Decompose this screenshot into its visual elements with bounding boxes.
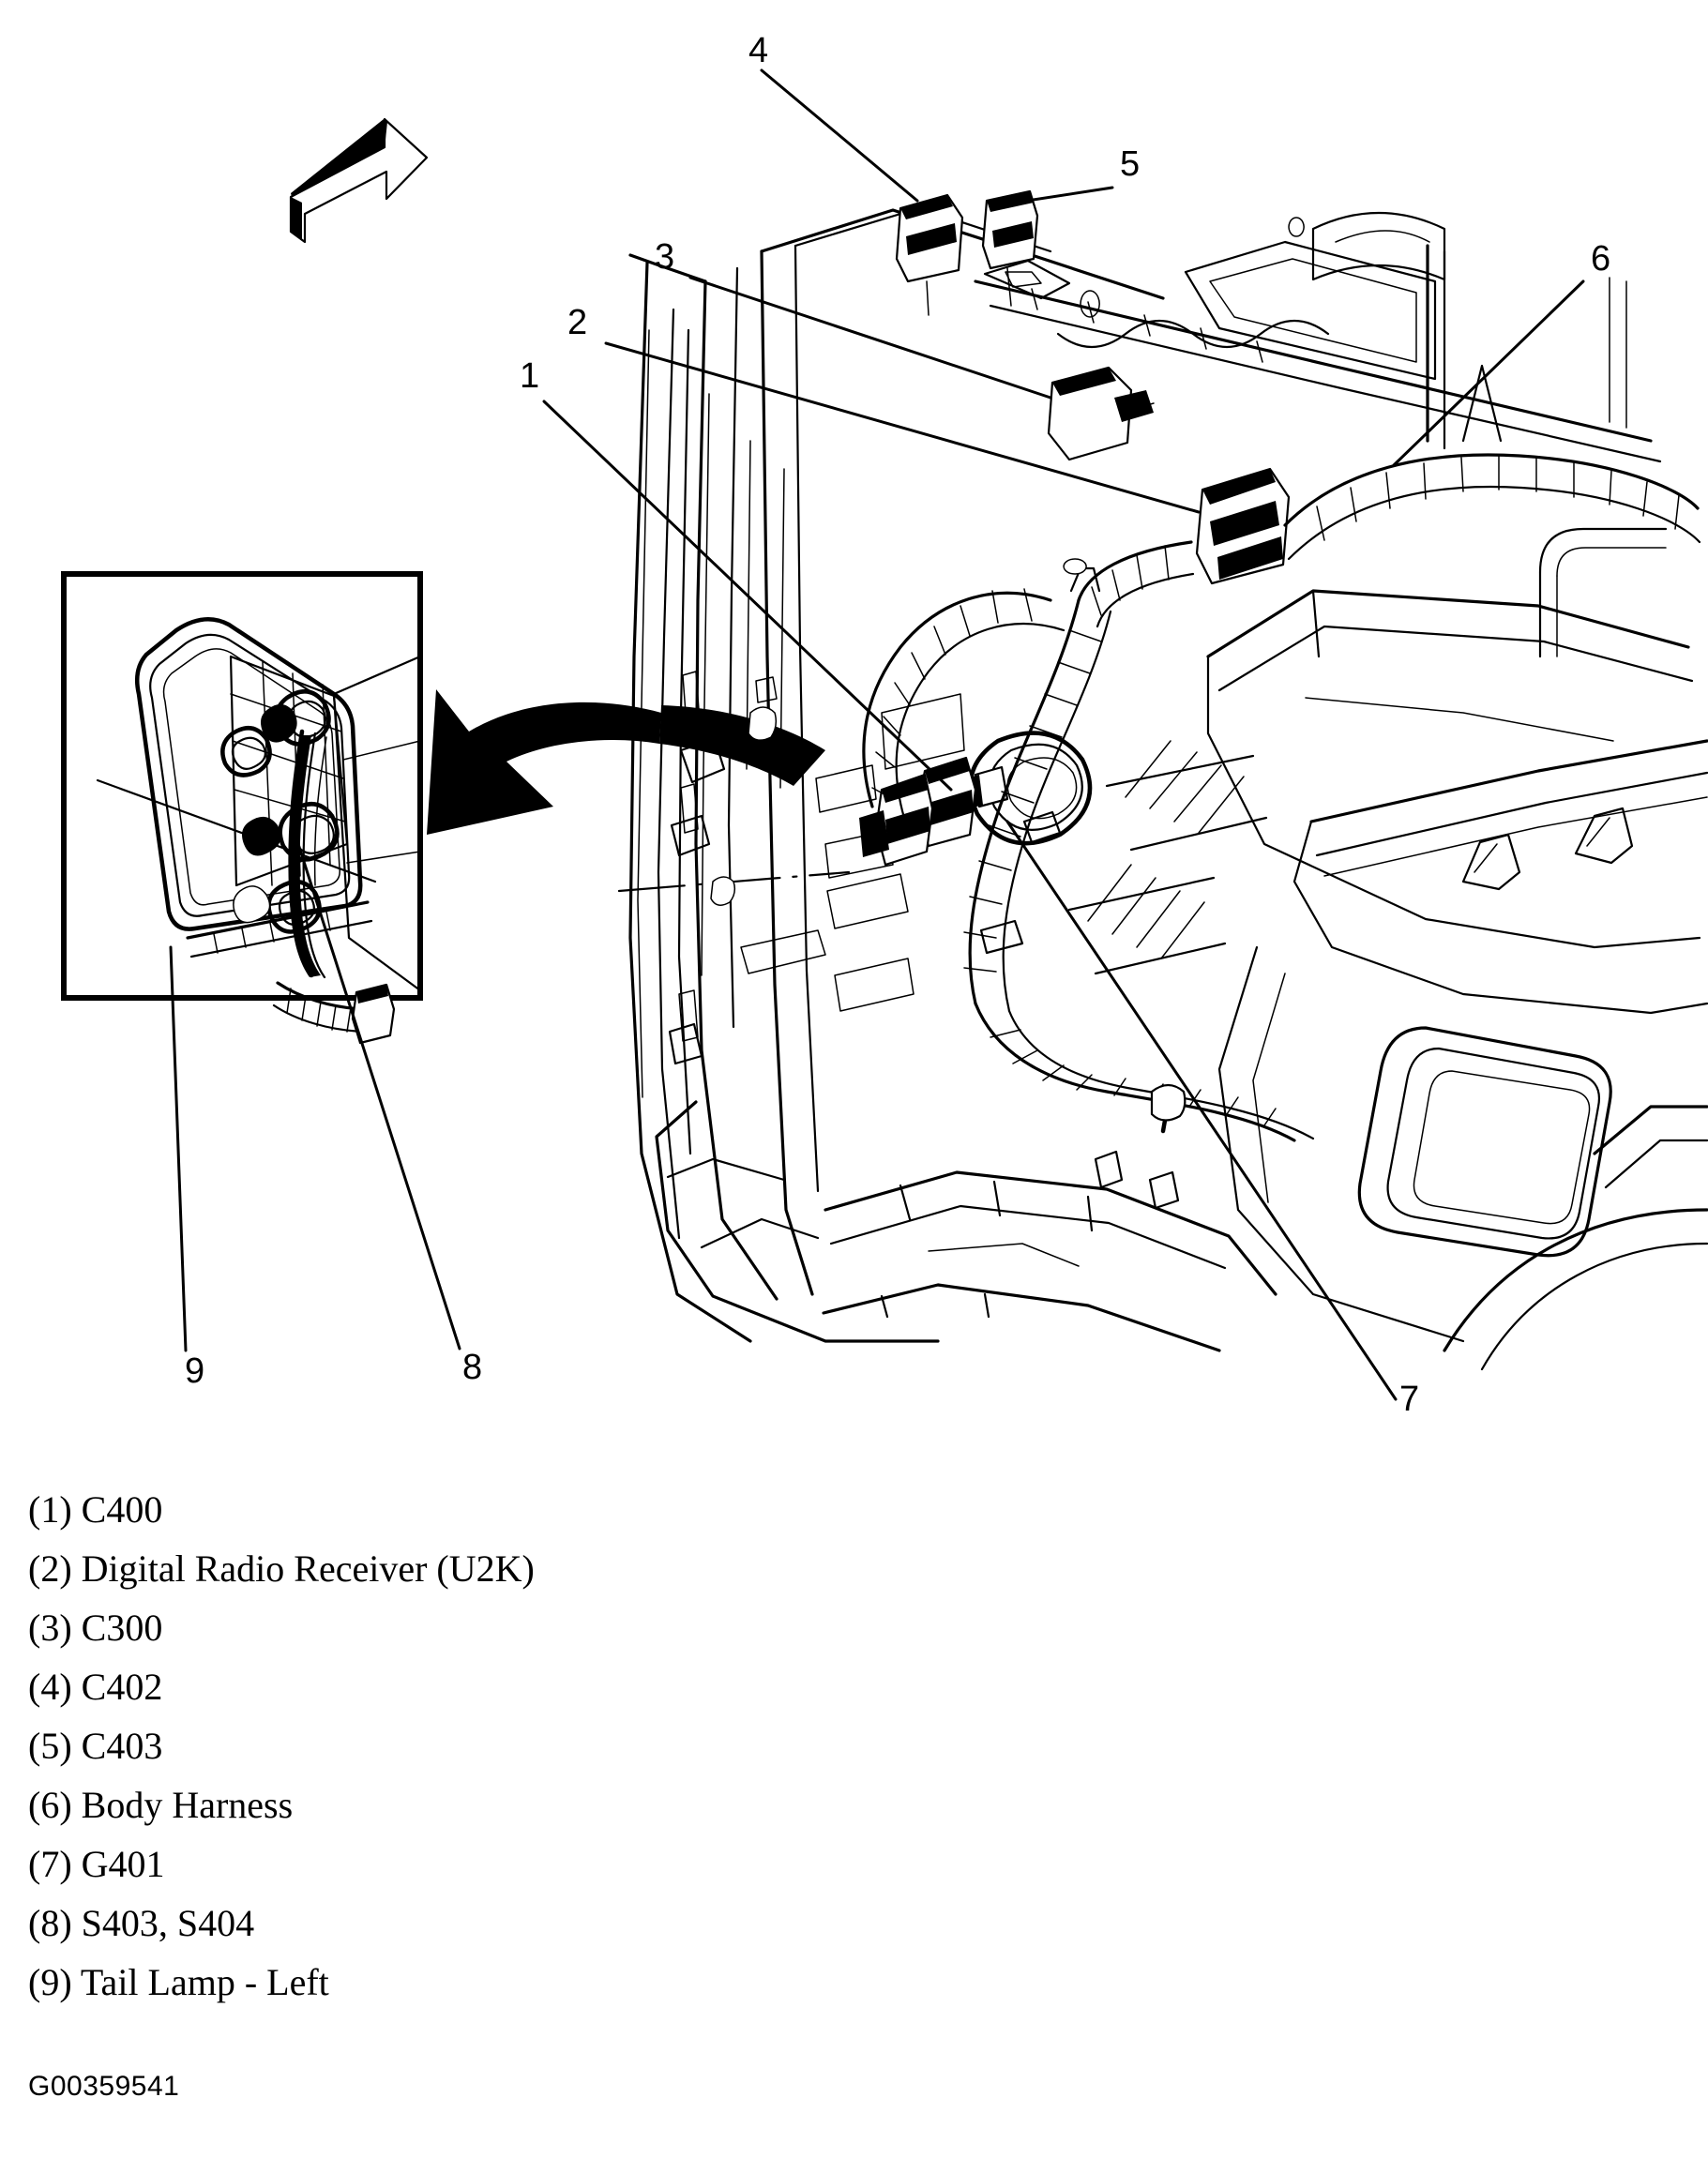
bulb-socket-mid-left — [220, 726, 272, 777]
digital-radio-receiver — [1195, 467, 1291, 585]
illustration-svg: .ln { fill:none; stroke:#000; stroke-wid… — [61, 68, 1708, 1401]
callout-3: 3 — [655, 237, 675, 277]
callout-4: 4 — [748, 31, 769, 70]
connector-c403 — [981, 189, 1039, 307]
figure-id-code: G00359541 — [28, 2071, 180, 2102]
connector-c402 — [895, 193, 964, 316]
legend-item-2: (2) Digital Radio Receiver (U2K) — [28, 1547, 535, 1590]
callout-9: 9 — [185, 1351, 205, 1391]
legend-item-9: (9) Tail Lamp - Left — [28, 1961, 329, 2003]
legend-item-4: (4) C402 — [28, 1666, 163, 1708]
legend-item-5: (5) C403 — [28, 1725, 163, 1767]
vehicle-wiring-illustration: .ln { fill:none; stroke:#000; stroke-wid… — [61, 68, 1708, 1401]
bulb-socket-upper — [261, 689, 331, 747]
callout-8: 8 — [462, 1348, 483, 1387]
legend-list: (1) C400 (2) Digital Radio Receiver (U2K… — [28, 1491, 966, 2023]
direction-arrow-icon — [289, 117, 429, 244]
callout-leader-lines — [542, 68, 1585, 1401]
roof-trim-panel — [974, 212, 1668, 658]
connector-c400 — [859, 731, 1093, 867]
callout-7: 7 — [1399, 1380, 1420, 1419]
curved-arrow-icon — [427, 689, 825, 835]
legend-item-7: (7) G401 — [28, 1843, 165, 1885]
splice-sleeve — [272, 981, 364, 1034]
callout-2: 2 — [567, 303, 588, 342]
tail-lamp-detail-inset — [61, 571, 461, 1352]
legend-item-1: (1) C400 — [28, 1488, 163, 1531]
body-harness — [862, 453, 1701, 1142]
connector-c300 — [1047, 366, 1155, 461]
legend-item-8: (8) S403, S404 — [28, 1902, 255, 1944]
cargo-trim-panel — [1067, 589, 1708, 1371]
callout-5: 5 — [1120, 144, 1141, 184]
floor-pan-sill — [822, 1083, 1277, 1352]
legend-item-3: (3) C300 — [28, 1607, 163, 1649]
quarter-panel-outer — [628, 261, 785, 1343]
legend-item-6: (6) Body Harness — [28, 1784, 294, 1826]
callout-6: 6 — [1591, 239, 1611, 279]
callout-1: 1 — [520, 356, 540, 396]
